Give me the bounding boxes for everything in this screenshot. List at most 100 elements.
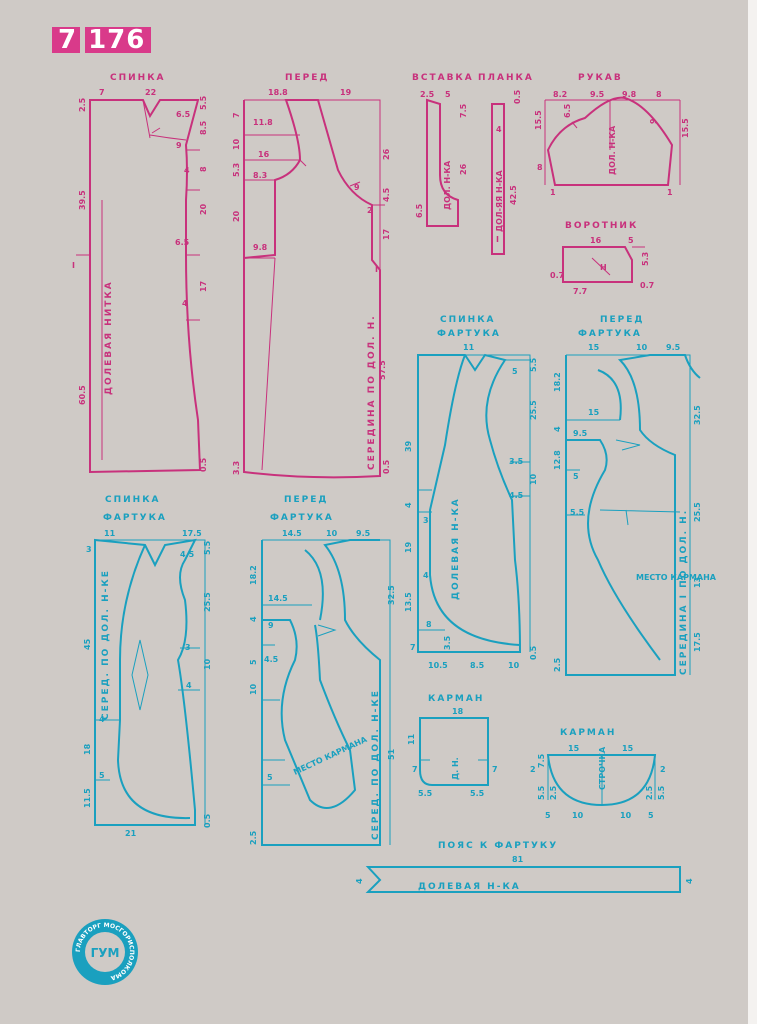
collar-pattern: ВОРОТНИК 16 5 5.3 0.7 7.7 0.7 Н [550, 221, 654, 296]
front-outline [243, 99, 381, 479]
strip-grain: ДОЛ-ЯЯ Н-КА [495, 169, 504, 232]
apron-back-l-guides [95, 539, 206, 825]
apron-front-right-pattern: ПЕРЕД ФАРТУКА 15 10 9.5 18.2 4 15 9.5 12… [553, 315, 717, 676]
afl-m-5: 14.5 [268, 594, 288, 603]
pocket2-m-6: 2.5 [549, 785, 558, 800]
back-m-right-1: 5.5 [199, 95, 208, 110]
back-m-left-1: 2.5 [78, 97, 87, 112]
pocket2-m-1: 15 [568, 744, 580, 753]
afr-m-5: 4 [553, 426, 562, 432]
afr-m-14: 17.5 [693, 632, 702, 652]
abl-m-9: 10 [203, 658, 212, 670]
abr-m-20: 0.5 [529, 645, 538, 660]
sleeve-m-6: 15.5 [534, 110, 543, 130]
belt-length: 81 [512, 855, 524, 864]
afl-m-2: 10 [326, 529, 338, 538]
afl-pocket: МЕСТО КАРМАНА [292, 735, 369, 777]
back-m-inner-1: 6.5 [176, 110, 191, 119]
apron-front-left-pattern: ПЕРЕД ФАРТУКА 14.5 10 9.5 18.2 14.5 4 9 … [249, 495, 396, 846]
abl-m-13: 5 [99, 771, 105, 780]
front-m-right-4: 2 [367, 206, 373, 215]
abl-m-12: 4 [99, 715, 105, 724]
front-pattern: ПЕРЕД 18.8 19 7 10 5.3 20 3.3 11.8 16 8.… [232, 73, 391, 479]
afl-m-6: 4 [249, 616, 258, 622]
back-guides [76, 99, 200, 460]
back-m-inner-4: 6.5 [175, 238, 190, 247]
afl-m-12: 2.5 [249, 830, 258, 845]
apron-back-l-title2: ФАРТУКА [103, 513, 167, 523]
front-m-inner-2: 16 [258, 150, 270, 159]
sleeve-m-7: 15.5 [681, 118, 690, 138]
pocket2-m-9: 5.5 [657, 785, 666, 800]
front-guides [244, 99, 385, 471]
afr-m-8: 12.8 [553, 450, 562, 470]
insert-m-1: 2.5 [420, 90, 435, 99]
pocket2-m-10: 5 [545, 811, 551, 820]
abr-m-5: 3.5 [509, 457, 524, 466]
insert-grain: ДОЛ. Н-КА [443, 160, 452, 210]
afr-m-1: 15 [588, 343, 600, 352]
afr-m-12: 25.5 [693, 502, 702, 522]
abl-m-15: 21 [125, 829, 137, 838]
sleeve-pattern: РУКАВ 8.2 9.5 9.8 8 6.5 15.5 15.5 9 8 1 … [534, 73, 690, 197]
front-m-top-1: 18.8 [268, 88, 288, 97]
abr-m-12: 4 [423, 571, 429, 580]
afl-m-10: 10 [249, 683, 258, 695]
collar-title: ВОРОТНИК [565, 221, 638, 231]
afr-pocket: МЕСТО КАРМАНА [636, 573, 717, 582]
page-edge [748, 0, 757, 1024]
front-m-inner-4: 9.8 [253, 243, 268, 252]
insert-m-2: 5 [445, 90, 451, 99]
pocket2-pattern: КАРМАН 15 15 7.5 2 5.5 2.5 2 2.5 5.5 5 1… [530, 728, 666, 820]
sleeve-m-1: 8.2 [553, 90, 567, 99]
afr-m-4: 18.2 [553, 372, 562, 392]
front-title: ПЕРЕД [285, 73, 329, 83]
afr-center: СЕРЕДИНА I ПО ДОЛ. Н. [679, 509, 689, 675]
pocket1-m-1: 18 [452, 707, 464, 716]
pocket2-guides [547, 755, 656, 805]
pocket2-m-3: 7.5 [537, 753, 546, 768]
apron-back-r-guides [418, 354, 531, 652]
back-m-right-5: 17 [199, 281, 208, 292]
afl-m-13: 32.5 [387, 585, 396, 605]
apron-back-l-title1: СПИНКА [105, 495, 161, 505]
logo-monogram: ГУМ [91, 946, 120, 960]
front-m-left-4: 20 [232, 210, 241, 222]
strip-m-4: I [496, 235, 499, 244]
abl-m-1: 11 [104, 529, 116, 538]
abr-m-17: 10.5 [428, 661, 448, 670]
apron-back-r-inner-curve [429, 354, 521, 646]
pocket1-pattern: КАРМАН 18 11 7 5.5 5.5 7 Д. Н. [407, 694, 498, 798]
abl-m-8: 3 [185, 643, 191, 652]
front-m-bottom: 0.5 [382, 459, 391, 474]
collar-m-5: 7.7 [573, 287, 587, 296]
abl-m-11: 18 [83, 743, 92, 755]
apron-back-r-title2: ФАРТУКА [437, 329, 501, 339]
collar-m-4: 0.7 [550, 271, 564, 280]
pocket1-m-3: 7 [412, 765, 418, 774]
afl-m-14: 51 [387, 748, 396, 760]
gum-logo: ГЛАВТОРГ МОСГОРИСПОЛКОМА ГУМ [72, 919, 138, 985]
afl-center: СЕРЕД. ПО ДОЛ. Н-КЕ [371, 689, 381, 840]
pocket2-m-11: 10 [572, 811, 584, 820]
insert-title: ВСТАВКА [412, 73, 474, 83]
insert-outline [426, 98, 459, 227]
afl-m-9: 5 [249, 659, 258, 665]
apron-back-right-pattern: СПИНКА ФАРТУКА 11 5 5.5 25.5 3.5 10 4.5 … [404, 315, 538, 670]
pocket1-m-4: 5.5 [418, 789, 433, 798]
strip-m-3: 42.5 [509, 185, 518, 205]
apron-front-l-title1: ПЕРЕД [284, 495, 328, 505]
sleeve-guides [544, 99, 681, 185]
issue-number-part2: 176 [88, 25, 146, 55]
back-m-inner-2: 9 [176, 141, 182, 150]
apron-back-l-inner-curve [116, 544, 191, 820]
abl-m-5: 5.5 [203, 540, 212, 555]
collar-m-2: 5 [628, 236, 634, 245]
abr-m-18: 8.5 [470, 661, 485, 670]
afr-m-11: 32.5 [693, 405, 702, 425]
abr-m-2: 5 [512, 367, 518, 376]
front-m-left-2: 10 [232, 138, 241, 150]
apron-back-r-outline [417, 353, 522, 653]
front-m-top-2: 19 [340, 88, 352, 97]
